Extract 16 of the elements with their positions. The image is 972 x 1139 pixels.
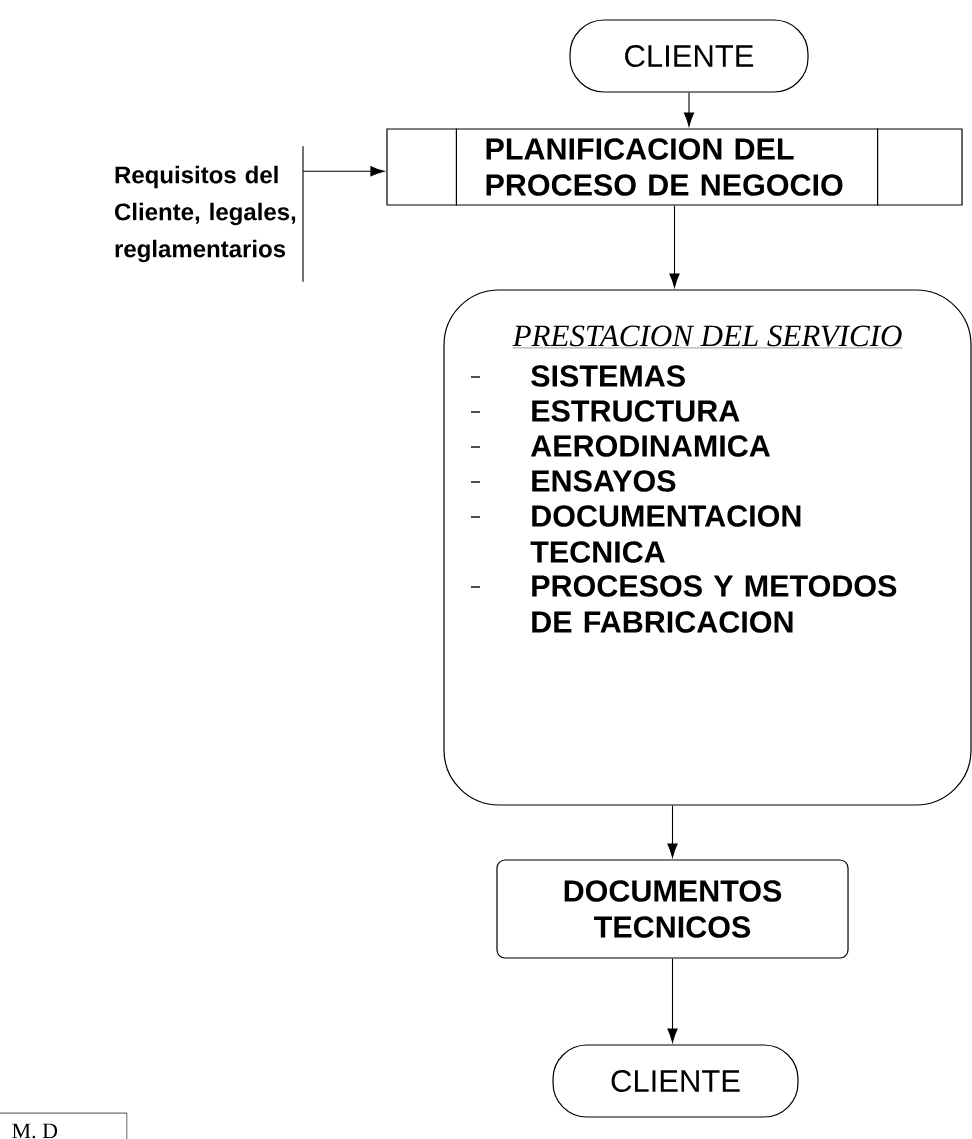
predefined-process-box: PLANIFICACION DEL PROCESO DE NEGOCIO bbox=[386, 127, 963, 207]
heading: PRESTACION DEL SERVICIO bbox=[512, 325, 903, 349]
list-item: SISTEMAS bbox=[531, 365, 685, 387]
process-box: DOCUMENTOS TECNICOS bbox=[496, 859, 849, 959]
list-item: AERODINAMICA bbox=[530, 435, 770, 457]
list-item: DOCUMENTACION TECNICA bbox=[530, 505, 801, 563]
arrow bbox=[667, 805, 678, 858]
arrow bbox=[683, 92, 695, 127]
list-item: PROCESOS Y METODOS DE FABRICACION bbox=[532, 575, 897, 633]
arrow bbox=[667, 958, 678, 1043]
list-item: ESTRUCTURA bbox=[532, 400, 740, 422]
arrow bbox=[302, 145, 385, 283]
arrow bbox=[669, 205, 680, 288]
stamp: M. D bbox=[0, 1112, 128, 1139]
requirements-text: Requisitos del Cliente, legales, reglamentarios bbox=[115, 165, 296, 263]
list-item: ENSAYOS bbox=[532, 470, 676, 492]
